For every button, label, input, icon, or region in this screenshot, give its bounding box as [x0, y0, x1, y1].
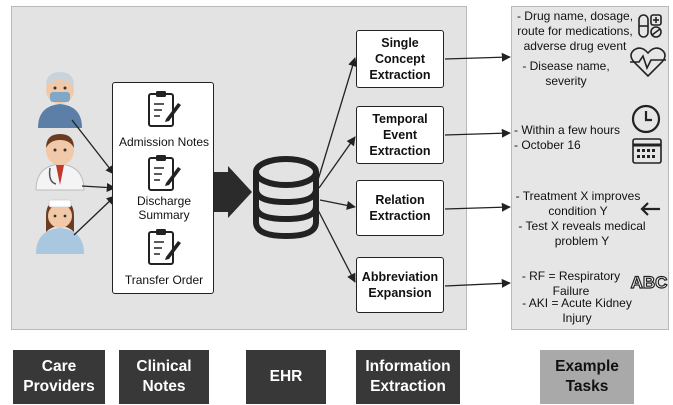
clipboard-icon [148, 155, 181, 191]
abbreviation-line1: Abbreviation [361, 270, 439, 284]
task-drug-line3: adverse drug event [523, 39, 627, 53]
clipboard-icon [148, 91, 181, 127]
footer-ie-line2: Extraction [370, 378, 446, 395]
task-drug: - Drug name, dosage, route for medicatio… [513, 9, 637, 54]
task-disease-line2: severity [545, 74, 587, 88]
footer-example-tasks-line1: Example [555, 358, 619, 375]
arrow-left-icon [640, 202, 660, 216]
footer-clinical-notes: Clinical Notes [119, 350, 209, 404]
abbreviation-expansion-box: Abbreviation Expansion [356, 257, 444, 313]
task-relation2-line2: problem Y [554, 234, 610, 248]
task-abbrev1-line2: Failure [552, 284, 590, 298]
calendar-icon [632, 138, 662, 164]
example-tasks-panel [511, 6, 669, 330]
admission-notes-label: Admission Notes [118, 135, 210, 149]
clinical-notes-box: Admission Notes Discharge Summary Transf… [112, 82, 214, 294]
temporal-event-line3: Extraction [369, 144, 431, 158]
single-concept-line1: Single [381, 36, 419, 50]
ehr-to-extraction-arrows [317, 57, 357, 283]
task-temporal-line2: - October 16 [514, 138, 581, 152]
database-icon [253, 156, 319, 240]
abbreviation-line2: Expansion [368, 286, 432, 300]
footer-ehr-label: EHR [269, 368, 303, 385]
physician-icon [35, 134, 85, 191]
task-relation-2: - Test X reveals medical problem Y [513, 219, 651, 249]
single-concept-line3: Extraction [369, 68, 431, 82]
provider-arrows [71, 119, 116, 236]
footer-care-providers-line2: Providers [23, 378, 95, 395]
temporal-event-line1: Temporal [372, 112, 428, 126]
nurse-icon [36, 199, 84, 254]
single-concept-line2: Concept [374, 52, 425, 66]
clock-icon [631, 104, 661, 134]
task-disease-line1: - Disease name, [522, 59, 610, 73]
discharge-summary-label-line1: Discharge [136, 194, 192, 208]
footer-information-extraction: Information Extraction [356, 350, 460, 404]
task-abbrev-2: - AKI = Acute Kidney Injury [515, 296, 639, 326]
task-relation2-line1: - Test X reveals medical [518, 219, 646, 233]
relation-line1: Relation [375, 193, 425, 207]
footer-clinical-notes-line2: Notes [142, 378, 186, 395]
doctor-icon [38, 72, 82, 128]
footer-care-providers-line1: Care [41, 358, 77, 375]
task-relation1-line2: condition Y [548, 204, 608, 218]
footer-clinical-notes-line1: Clinical [136, 358, 192, 375]
extraction-to-tasks-arrows [444, 52, 511, 288]
task-relation-1: - Treatment X improves condition Y [513, 189, 643, 219]
footer-care-providers: Care Providers [13, 350, 105, 404]
abc-icon: ABC [630, 272, 668, 292]
task-drug-line2: route for medications, [517, 24, 633, 38]
notes-to-ehr-arrow [214, 166, 252, 218]
relation-line2: Extraction [369, 209, 431, 223]
footer-example-tasks-line2: Tasks [565, 378, 609, 395]
footer-ehr: EHR [246, 350, 326, 404]
footer-ie-line1: Information [365, 358, 451, 375]
task-abbrev2-line1: - AKI = Acute Kidney [522, 296, 632, 310]
task-abbrev-1: - RF = Respiratory Failure [515, 269, 627, 299]
task-temporal: - Within a few hours - October 16 [514, 123, 620, 153]
task-temporal-line1: - Within a few hours [514, 123, 621, 137]
task-abbrev1-line1: - RF = Respiratory [521, 269, 621, 283]
task-disease: - Disease name, severity [516, 59, 616, 89]
task-abbrev2-line2: Injury [562, 311, 592, 325]
temporal-event-line2: Event [382, 128, 418, 142]
footer-example-tasks: Example Tasks [540, 350, 634, 404]
clipboard-icon [148, 229, 181, 265]
task-drug-line1: - Drug name, dosage, [516, 9, 634, 23]
discharge-summary-label-line2: Summary [138, 208, 190, 222]
transfer-order-label: Transfer Order [124, 273, 204, 287]
task-relation1-line1: - Treatment X improves [515, 189, 641, 203]
relation-extraction-box: Relation Extraction [356, 180, 444, 236]
temporal-event-extraction-box: Temporal Event Extraction [356, 106, 444, 164]
single-concept-extraction-box: Single Concept Extraction [356, 30, 444, 88]
pills-icon [638, 14, 662, 38]
abc-icon-text: ABC [631, 273, 668, 292]
heartbeat-icon [630, 47, 666, 78]
